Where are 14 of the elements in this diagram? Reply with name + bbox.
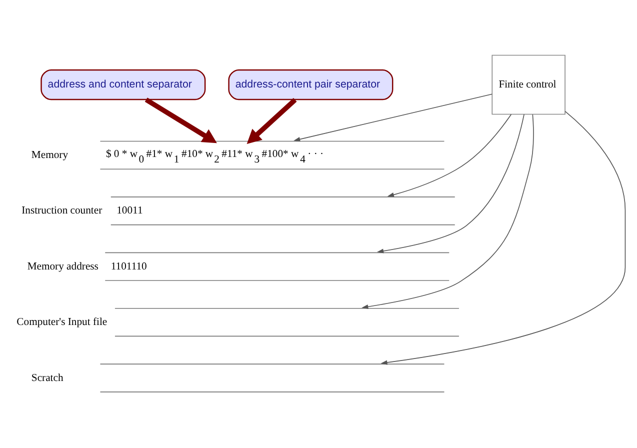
node-text: Instruction counter 10011 <box>22 206 143 217</box>
arrow <box>387 114 512 197</box>
arrow <box>362 114 534 309</box>
node-text: Computer's Input file <box>16 317 108 328</box>
node-box: Finite control <box>492 54 566 115</box>
node-box: address-content pair separator <box>228 69 394 100</box>
arrow <box>376 114 524 254</box>
arrow <box>246 98 297 144</box>
arrow <box>380 110 626 365</box>
node-text: Scratch <box>31 372 64 384</box>
arrow <box>144 98 217 144</box>
arrow <box>294 94 492 142</box>
node-text: Memory address 1101110 <box>27 261 147 272</box>
node-box: address and content separator <box>40 69 206 100</box>
